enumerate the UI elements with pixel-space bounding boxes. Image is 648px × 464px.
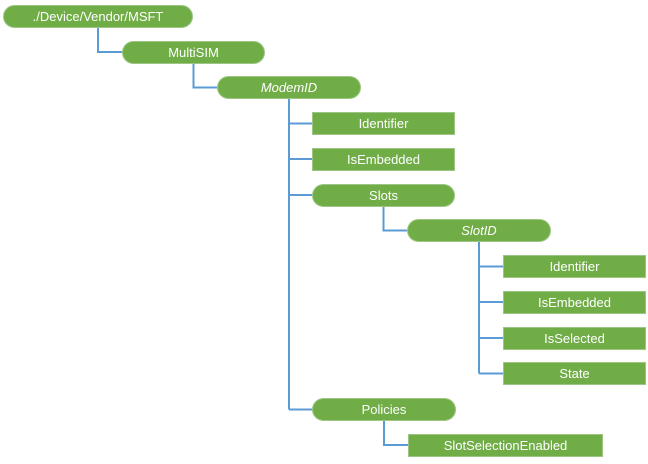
tree-node-root: ./Device/Vendor/MSFT [3,5,193,28]
tree-node-multisim: MultiSIM [122,40,265,64]
tree-node-isembedded-label: IsEmbedded [347,151,420,167]
tree-node-slot-identifier: Identifier [503,255,646,278]
tree-node-slot-isembedded-label: IsEmbedded [538,294,611,310]
tree-node-slotid: SlotID [407,219,551,242]
connector-modemid-to-children [288,99,312,411]
tree-node-slotselectionenabled-label: SlotSelectionEnabled [443,437,568,453]
tree-node-isselected-label: IsSelected [544,330,605,346]
tree-node-slot-identifier-label: Identifier [549,259,600,274]
tree-node-state-label: State [559,366,590,381]
tree-node-slotselectionenabled: SlotSelectionEnabled [408,433,603,457]
tree-node-modemid: ModemID [217,76,361,99]
tree-node-state: State [503,362,646,385]
connector-slots-to-slotid [382,206,407,232]
tree-node-slots: Slots [312,183,455,207]
tree-node-slot-isembedded: IsEmbedded [503,290,646,314]
tree-node-modemid-label: ModemID [260,80,318,95]
tree-node-identifier-label: Identifier [358,116,409,131]
tree-node-policies-label: Policies [361,402,407,417]
connector-policies-to-child [383,421,408,446]
connector-slotid-to-children [478,242,503,375]
tree-node-policies: Policies [312,398,456,421]
tree-node-isembedded: IsEmbedded [312,147,455,171]
tree-node-slots-label: Slots [369,187,398,203]
tree-node-identifier: Identifier [312,112,455,135]
tree-node-slotid-label: SlotID [461,223,497,238]
tree-node-isselected: IsSelected [503,326,646,350]
connector-multisim-to-modemid [192,63,217,89]
tree-node-multisim-label: MultiSIM [168,44,219,60]
connector-root-to-multisim [97,28,122,53]
tree-node-root-label: ./Device/Vendor/MSFT [32,9,164,24]
